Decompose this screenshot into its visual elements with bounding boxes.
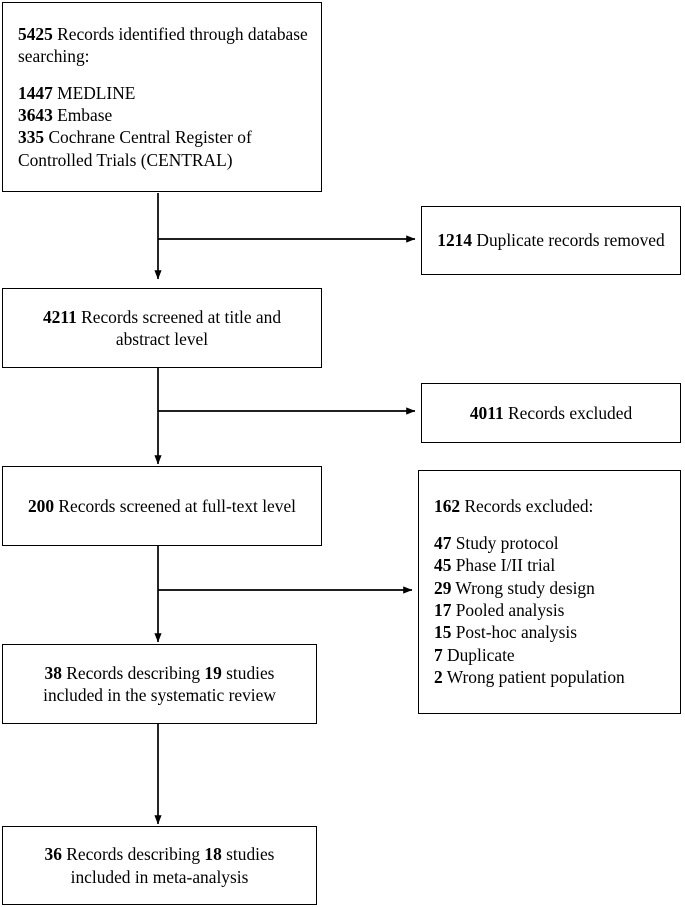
exclusion-label-study-protocol: Study protocol (451, 532, 559, 553)
exclusion-reason-pooled-analysis: 17 Pooled analysis (434, 599, 680, 621)
exclusion-count-post-hoc-analysis: 15 (434, 622, 452, 643)
records-excluded-full-text-count: 162 (434, 496, 461, 517)
included-meta-analysis-box: 36 Records describing 18 studies include… (2, 826, 317, 905)
records-screened-full-text-label: Records screened at full-text level (54, 495, 296, 516)
records-excluded-full-text-label: Records excluded: (460, 496, 594, 517)
source-count-medline: 1447 (18, 82, 53, 103)
exclusion-reason-phase-i-ii-trial: 45 Phase I/II trial (434, 554, 680, 576)
exclusion-reason-study-protocol: 47 Study protocol (434, 532, 680, 554)
records-screened-full-text-count: 200 (27, 495, 55, 516)
exclusion-count-study-protocol: 47 (434, 532, 452, 553)
included-meta-analysis-records-count: 36 (44, 844, 62, 865)
source-line-central: 335 Cochrane Central Register of Control… (18, 126, 321, 171)
exclusion-label-pooled-analysis: Pooled analysis (451, 600, 565, 620)
records-screened-full-text-text: 200 Records screened at full-text level (17, 495, 307, 517)
records-screened-title-abstract-label: Records screened at title and abstract l… (76, 306, 282, 349)
records-screened-full-text-box: 200 Records screened at full-text level (2, 466, 322, 546)
source-line-embase: 3643 Embase (18, 104, 321, 126)
source-label-embase: Embase (52, 105, 113, 125)
exclusion-label-post-hoc-analysis: Post-hoc analysis (451, 622, 577, 643)
included-systematic-review-mid-text: Records describing (61, 662, 205, 683)
records-identified-label: Records identified through database sear… (18, 23, 308, 67)
source-count-central: 335 (18, 127, 45, 148)
exclusion-label-duplicate: Duplicate (442, 644, 515, 665)
exclusion-reason-duplicate: 7 Duplicate (434, 644, 680, 666)
exclusion-reason-post-hoc-analysis: 15 Post-hoc analysis (434, 621, 680, 643)
records-screened-title-abstract-count: 4211 (42, 306, 77, 327)
included-systematic-review-box: 38 Records describing 19 studies include… (2, 644, 317, 724)
records-identified-box: 5425 Records identified through database… (2, 2, 322, 192)
exclusion-reason-wrong-patient-population: 2 Wrong patient population (434, 666, 680, 688)
exclusion-label-wrong-patient-population: Wrong patient population (442, 667, 625, 688)
exclusion-count-wrong-study-design: 29 (434, 577, 452, 598)
exclusion-count-pooled-analysis: 17 (434, 600, 452, 620)
included-meta-analysis-tail-text: studies included in meta-analysis (70, 844, 275, 887)
included-meta-analysis-text: 36 Records describing 18 studies include… (17, 843, 302, 888)
source-label-central: Cochrane Central Register of Controlled … (18, 127, 252, 170)
exclusion-count-phase-i-ii-trial: 45 (434, 555, 452, 576)
records-identified-header: 5425 Records identified through database… (18, 23, 321, 68)
exclusion-label-phase-i-ii-trial: Phase I/II trial (451, 555, 556, 576)
spacer (18, 68, 321, 82)
records-excluded-full-text-header: 162 Records excluded: (434, 495, 680, 517)
duplicate-records-text: 1214 Duplicate records removed (436, 229, 666, 251)
records-excluded-title-abstract-count: 4011 (469, 402, 504, 423)
duplicate-records-count: 1214 (437, 230, 473, 251)
records-identified-count: 5425 (18, 23, 53, 44)
exclusion-count-duplicate: 7 (434, 644, 443, 665)
records-excluded-title-abstract-text: 4011 Records excluded (436, 402, 666, 424)
included-systematic-review-records-count: 38 (44, 662, 62, 683)
records-screened-title-abstract-text: 4211 Records screened at title and abstr… (17, 306, 307, 351)
source-line-medline: 1447 MEDLINE (18, 82, 321, 104)
included-systematic-review-studies-count: 19 (204, 662, 222, 683)
duplicate-records-label: Duplicate records removed (472, 230, 665, 251)
source-count-embase: 3643 (18, 105, 53, 125)
included-systematic-review-text: 38 Records describing 19 studies include… (17, 662, 302, 707)
records-excluded-title-abstract-label: Records excluded (503, 402, 633, 423)
records-screened-title-abstract-box: 4211 Records screened at title and abstr… (2, 288, 322, 368)
records-excluded-title-abstract-box: 4011 Records excluded (421, 383, 681, 443)
source-label-medline: MEDLINE (52, 82, 136, 103)
spacer (434, 518, 680, 532)
records-excluded-full-text-box: 162 Records excluded: 47 Study protocol … (418, 470, 681, 714)
exclusion-label-wrong-study-design: Wrong study design (451, 577, 595, 598)
exclusion-count-wrong-patient-population: 2 (434, 667, 443, 688)
included-systematic-review-tail-text: studies included in the systematic revie… (43, 662, 276, 705)
included-meta-analysis-mid-text: Records describing (61, 844, 205, 865)
exclusion-reason-wrong-study-design: 29 Wrong study design (434, 577, 680, 599)
included-meta-analysis-studies-count: 18 (204, 844, 222, 865)
duplicate-records-removed-box: 1214 Duplicate records removed (421, 206, 681, 275)
